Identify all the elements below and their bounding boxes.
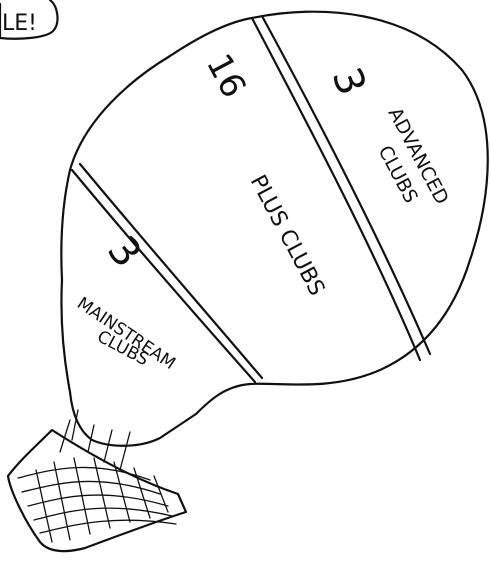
advanced-count: 3 <box>323 62 375 102</box>
section-advanced: 3 ADVANCED CLUBS <box>323 62 453 208</box>
mainstream-count: 3 <box>98 228 150 276</box>
speech-bubble-text: LE! <box>2 11 37 36</box>
basket-icon <box>8 430 186 551</box>
mainstream-label-line1: MAINSTREAM <box>73 294 179 374</box>
section-mainstream: 3 MAINSTREAM CLUBS <box>73 228 179 374</box>
plus-label: PLUS CLUBS <box>245 171 329 300</box>
section-plus: 16 PLUS CLUBS <box>198 47 329 300</box>
speech-bubble: LE! <box>0 0 57 39</box>
plus-count: 16 <box>198 47 254 104</box>
